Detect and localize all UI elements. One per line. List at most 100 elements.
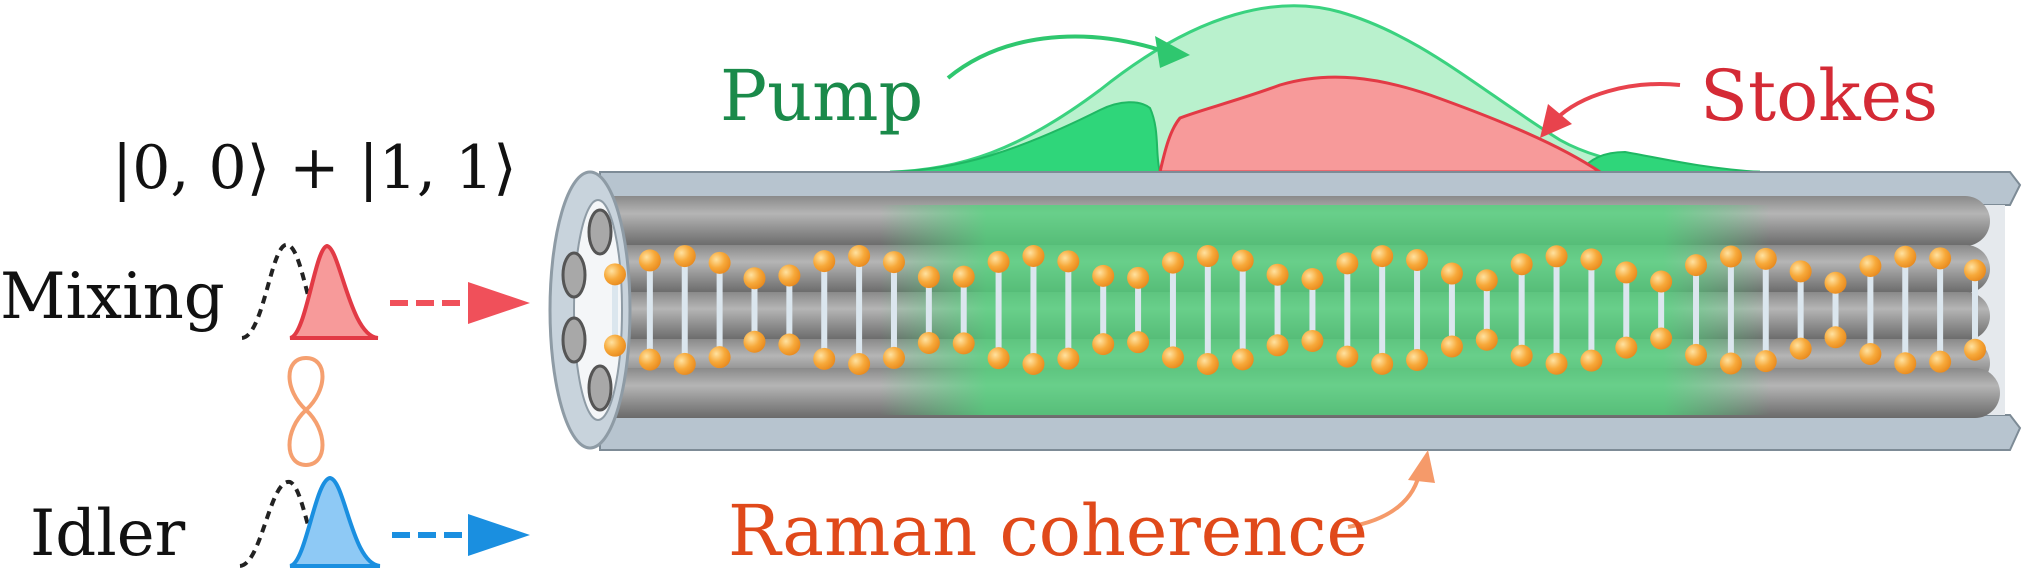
molecule-atom-top xyxy=(1057,250,1080,273)
molecule xyxy=(778,264,801,356)
molecule xyxy=(1092,264,1115,356)
raman-coherence-glow xyxy=(880,205,1770,415)
molecule-atom-bottom xyxy=(604,334,626,357)
molecule xyxy=(1231,249,1254,371)
molecule-atom-bottom xyxy=(917,331,940,354)
end-hole-4 xyxy=(587,364,613,412)
molecule-atom-top xyxy=(1615,261,1638,284)
mixing-pulse xyxy=(289,243,379,340)
hollow-core-fiber xyxy=(548,170,2022,451)
molecule-atom-top xyxy=(1859,255,1882,278)
molecule-atom-bottom xyxy=(882,346,905,369)
molecule xyxy=(638,249,661,371)
molecule-atom-top xyxy=(1196,245,1219,268)
stokes-pulse xyxy=(1158,75,1605,174)
molecule-atom-bottom xyxy=(1266,334,1289,357)
molecule xyxy=(604,263,626,357)
stokes-label: Stokes xyxy=(1700,55,1938,137)
molecule xyxy=(1440,262,1463,358)
fiber-cladding-bottom xyxy=(599,414,2022,451)
molecule-atom-top xyxy=(1754,247,1777,270)
pump-label: Pump xyxy=(720,55,923,137)
molecule-atom-top xyxy=(1685,254,1708,277)
molecule xyxy=(1754,247,1777,373)
molecule-atom-bottom xyxy=(1650,327,1673,350)
molecule xyxy=(1929,247,1952,373)
molecule xyxy=(1789,260,1812,360)
stokes-arrow xyxy=(1553,82,1681,122)
pump-arrow xyxy=(946,34,1161,80)
molecule xyxy=(882,251,905,369)
entangled-state-label: |0, 0⟩ + |1, 1⟩ xyxy=(112,133,517,203)
raman-arrow-head xyxy=(1408,450,1435,483)
molecule-atom-bottom xyxy=(1161,346,1184,369)
molecule xyxy=(848,245,871,375)
molecule-atom-bottom xyxy=(1231,348,1254,371)
molecule-atom-bottom xyxy=(1301,329,1324,352)
annotation-arrows xyxy=(946,34,1681,529)
molecule-atom-bottom xyxy=(1440,335,1463,358)
molecule xyxy=(1266,263,1289,357)
molecule-atom-top xyxy=(1022,245,1045,268)
molecule xyxy=(952,265,975,355)
idler-pulse xyxy=(289,475,381,568)
molecule xyxy=(1196,245,1219,375)
molecule-atom-bottom xyxy=(1754,350,1777,373)
molecule-atom-top xyxy=(1406,249,1429,272)
molecule-atom-bottom xyxy=(1719,352,1742,375)
molecule-atom-top xyxy=(1301,268,1324,291)
fiber-end-core xyxy=(573,199,623,421)
photon-pair xyxy=(239,242,530,568)
molecule-atom-top xyxy=(1127,266,1150,289)
molecule xyxy=(1719,245,1742,375)
molecule-atom-bottom xyxy=(778,333,801,356)
molecule-atom-top xyxy=(1719,245,1742,268)
molecule-atom-top xyxy=(1580,248,1603,271)
molecule-atom-bottom xyxy=(952,332,975,355)
molecule-atom-top xyxy=(882,251,905,274)
molecule-atom-top xyxy=(1266,263,1289,286)
molecule-atom-bottom xyxy=(1371,352,1394,375)
molecule-atom-top xyxy=(813,250,836,273)
molecule-atom-top xyxy=(1789,260,1812,283)
molecule xyxy=(1859,255,1882,365)
molecule-atom-bottom xyxy=(1824,326,1847,349)
molecule-atom-bottom xyxy=(1685,343,1708,366)
molecule-atom-top xyxy=(1824,271,1847,294)
molecule-atom-bottom xyxy=(743,330,766,353)
molecule xyxy=(1580,248,1603,372)
molecule-atom-bottom xyxy=(1057,347,1080,370)
mixing-label: Mixing xyxy=(0,260,225,334)
molecule-atom-bottom xyxy=(1092,333,1115,356)
molecule xyxy=(1475,269,1498,351)
molecule-atom-bottom xyxy=(1406,348,1429,371)
molecule-atom-bottom xyxy=(1929,350,1952,373)
molecule-atom-top xyxy=(987,250,1010,273)
molecule xyxy=(1127,266,1150,354)
molecule-atom-top xyxy=(1545,245,1568,268)
molecule-atom-bottom xyxy=(1336,345,1359,368)
molecule-atom-top xyxy=(848,245,871,268)
raman-molecules xyxy=(604,245,1986,375)
molecule-atom-top xyxy=(778,264,801,287)
molecule xyxy=(987,250,1010,370)
infinity-loop-icon xyxy=(287,355,325,468)
pump-dark-right xyxy=(1578,150,1761,173)
molecule-atom-top xyxy=(952,265,975,288)
molecule-atom-bottom xyxy=(638,348,661,371)
molecule-atom-top xyxy=(1371,245,1394,268)
molecule-atom-bottom xyxy=(848,352,871,375)
molecule-atom-top xyxy=(1964,259,1986,282)
molecule-atom-top xyxy=(638,249,661,272)
molecule-atom-bottom xyxy=(673,352,696,375)
molecule-atom-bottom xyxy=(1580,349,1603,372)
molecule-atom-bottom xyxy=(1196,352,1219,375)
molecule xyxy=(1894,245,1917,375)
molecule-atom-bottom xyxy=(1022,352,1045,375)
molecule-atom-top xyxy=(1161,251,1184,274)
pump-arrow-head xyxy=(1155,36,1190,68)
mixing-arrow-head xyxy=(468,282,530,324)
molecule-atom-top xyxy=(1929,247,1952,270)
molecule xyxy=(1301,268,1324,352)
